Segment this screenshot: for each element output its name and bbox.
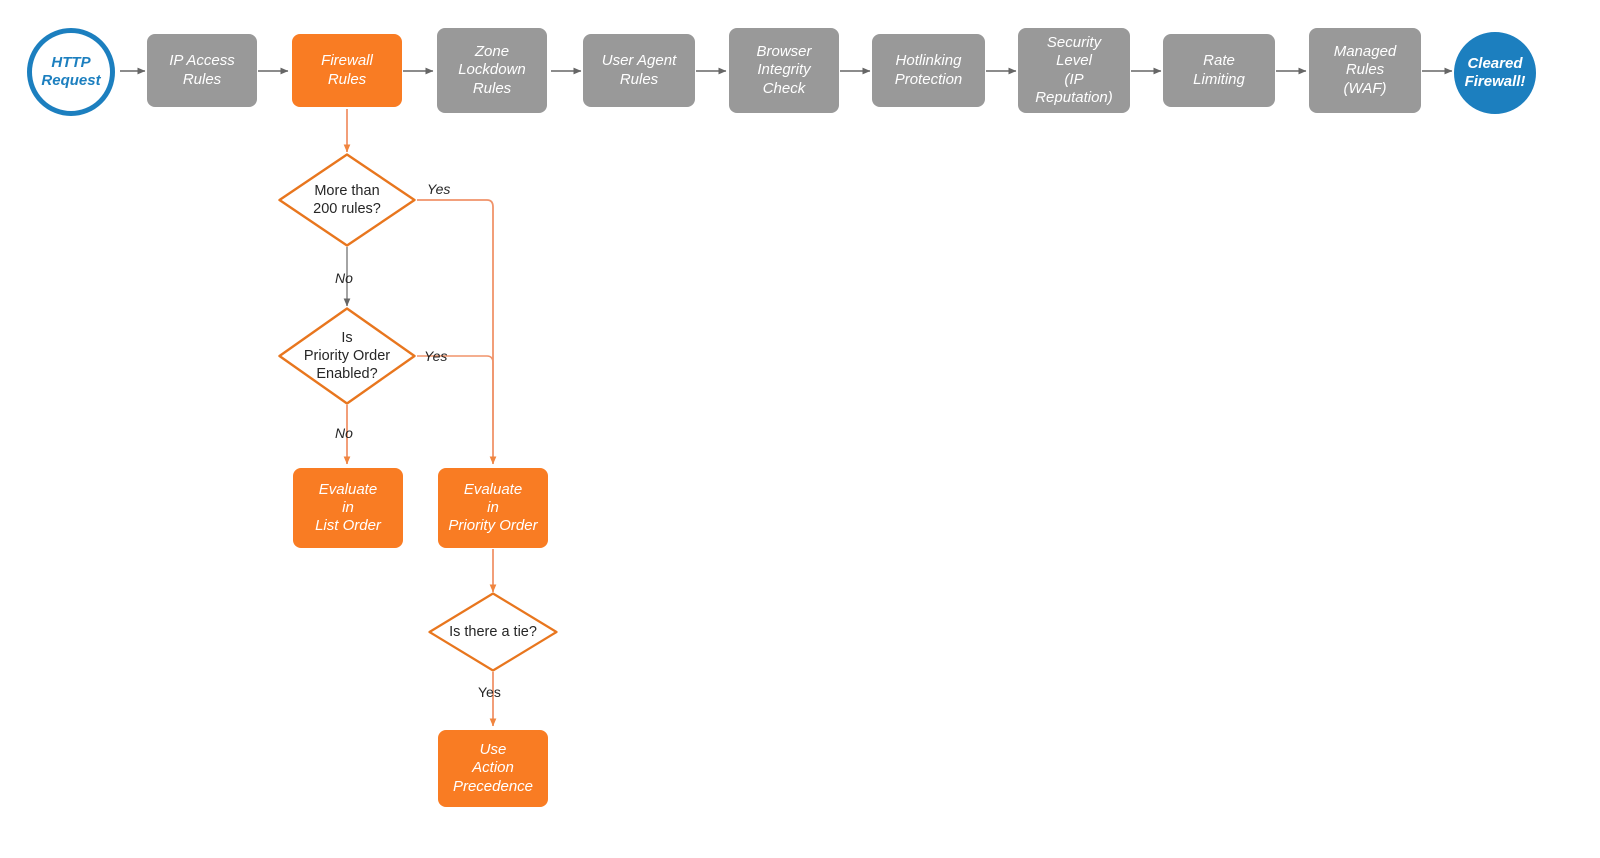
decision-is-there-a-tie-label: Is there a tie? [449,623,537,640]
edge-label-tie-yes: Yes [478,684,501,700]
edge-label-decision1-no: No [335,270,353,286]
arrow-decision1-yes-to-priority-order [417,199,497,465]
diamond-shape [278,307,416,405]
diamond-shape [278,153,416,247]
edge-label-decision2-no: No [335,425,353,441]
edge-label-decision1-yes: Yes [427,181,451,197]
decision-is-there-a-tie[interactable]: Is there a tie? [427,591,559,673]
diamond-shape [428,592,558,672]
edge-label-decision2-yes: Yes [424,348,448,364]
arrow-decision2-yes-to-priority-order [417,355,494,430]
